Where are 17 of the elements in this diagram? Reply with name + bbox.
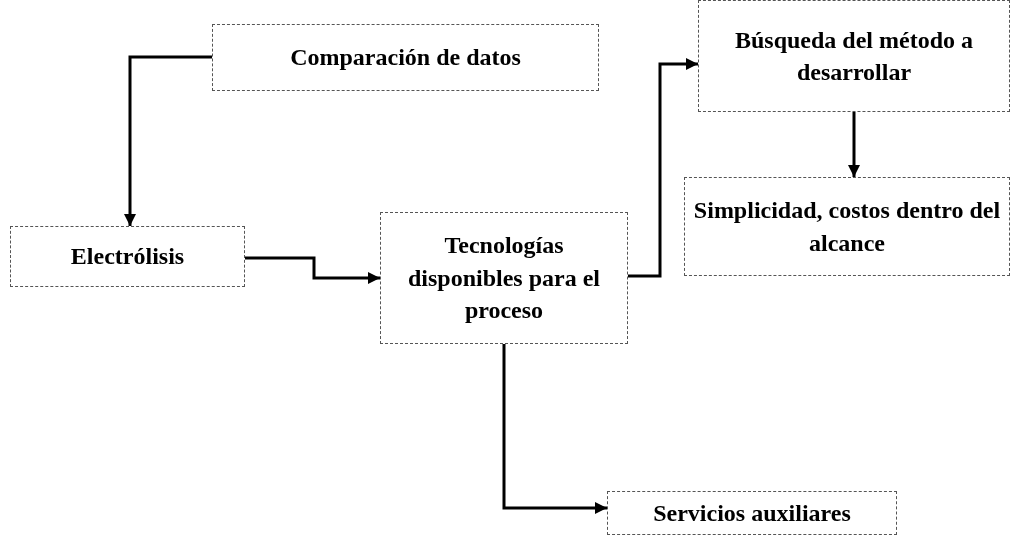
arrow xyxy=(848,112,860,177)
box-label: Tecnologías disponibles para el proceso xyxy=(406,231,601,326)
box-label: Servicios auxiliares xyxy=(652,498,852,528)
arrow xyxy=(502,344,607,514)
process-box xyxy=(380,212,628,344)
box-label: Búsqueda del método a desarrollar xyxy=(733,25,974,87)
process-box xyxy=(684,177,1010,276)
box-label: Simplicidad, costos dentro del alcance xyxy=(692,196,1002,258)
box-label: Comparación de datos xyxy=(289,43,522,73)
arrow xyxy=(628,58,698,278)
arrow xyxy=(124,55,212,226)
process-box xyxy=(607,491,897,535)
box-label: Electrólisis xyxy=(69,242,186,272)
arrow xyxy=(245,256,380,284)
process-box xyxy=(698,0,1010,112)
process-box xyxy=(10,226,245,287)
process-box xyxy=(212,24,599,91)
